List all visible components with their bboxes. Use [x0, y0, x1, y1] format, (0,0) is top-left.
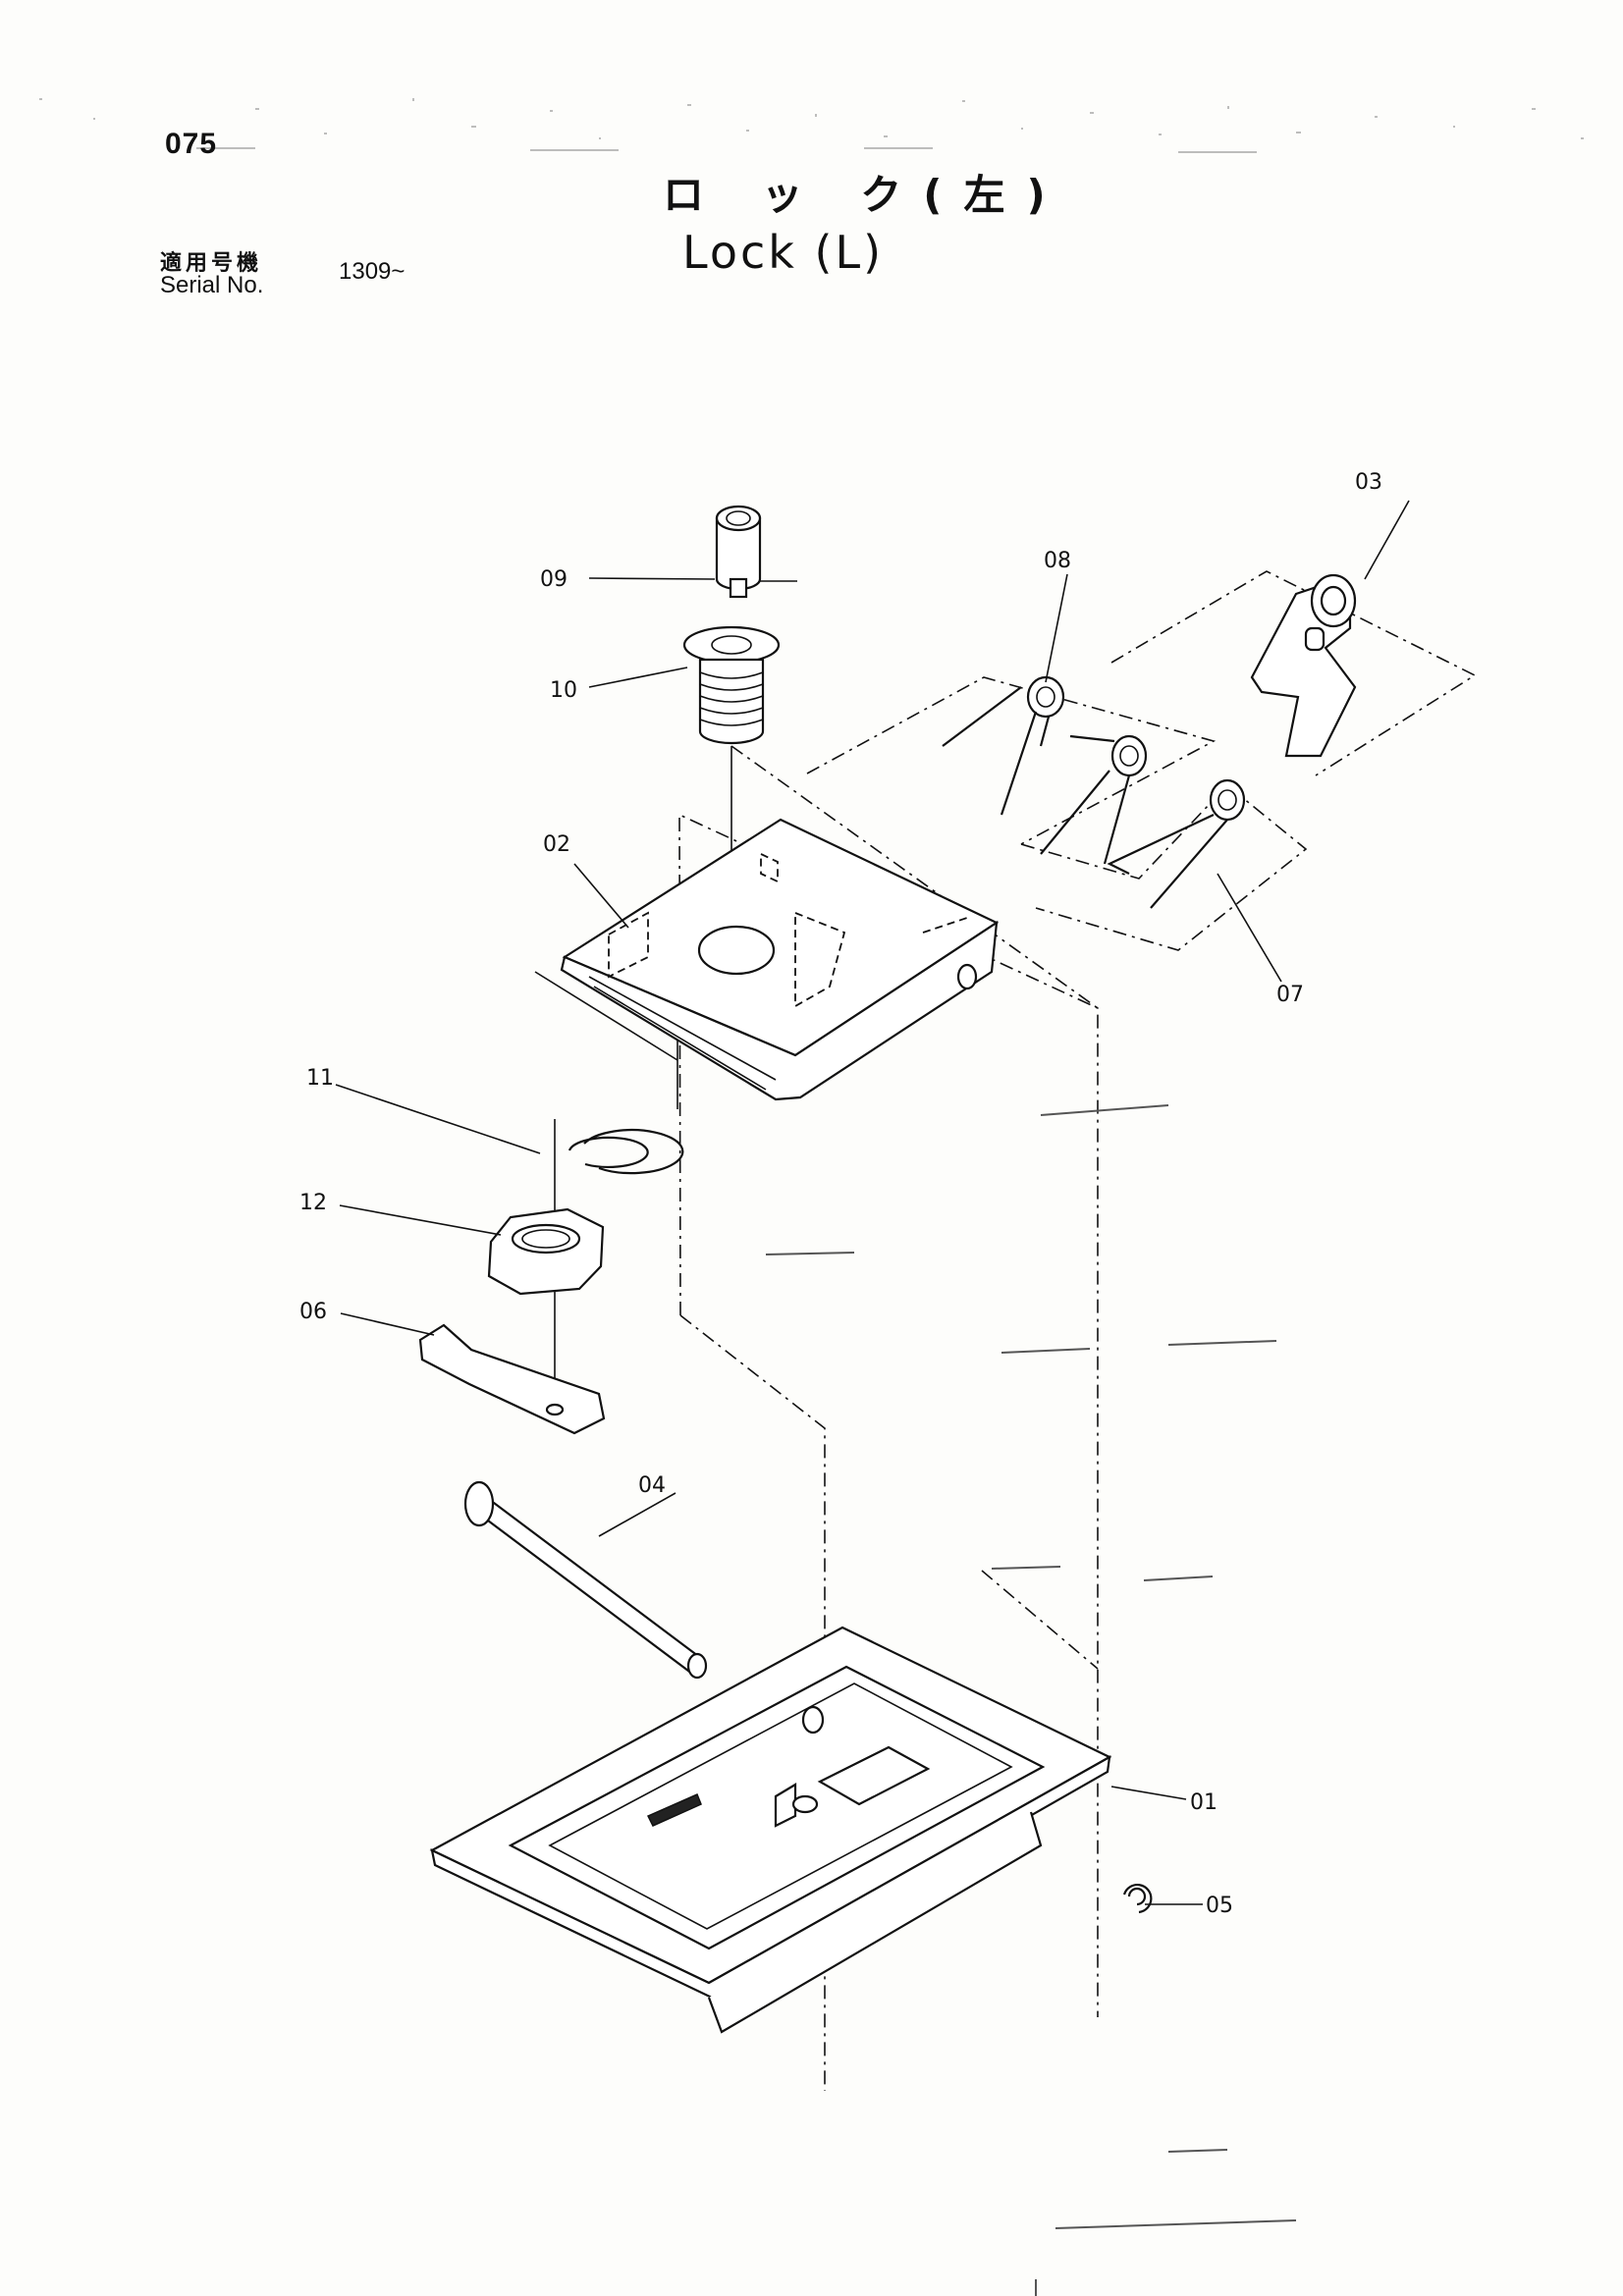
page-number: 075	[165, 128, 218, 160]
spring-mounting-planes	[806, 570, 1477, 951]
page-title-english: Lock (L)	[682, 226, 885, 279]
part-03-catch	[1250, 573, 1357, 758]
part-08-spring-middle	[1040, 734, 1148, 865]
part-04-pin	[463, 1480, 708, 1680]
part-label-07: 07	[1276, 983, 1304, 1007]
serial-value: 1309~	[339, 258, 406, 285]
part-08-spring-upper	[942, 675, 1065, 816]
part-label-02: 02	[543, 832, 570, 857]
serial-label-japanese: 適用号機	[160, 251, 263, 276]
scan-noise-band	[39, 98, 1584, 153]
part-06-bracket	[418, 1323, 606, 1435]
part-label-06: 06	[299, 1300, 327, 1324]
part-label-08: 08	[1044, 549, 1071, 573]
part-10-threaded-bushing	[682, 625, 781, 745]
part-07-spring	[1107, 778, 1246, 909]
part-label-05: 05	[1206, 1894, 1233, 1918]
part-01-base-frame	[429, 1626, 1112, 2034]
part-11-snap-ring	[568, 1129, 684, 1175]
part-label-10: 10	[550, 678, 577, 703]
part-label-04: 04	[638, 1473, 666, 1498]
part-label-01: 01	[1190, 1790, 1217, 1815]
part-02-lock-plate	[560, 818, 1000, 1101]
part-label-09: 09	[540, 567, 568, 592]
part-label-03: 03	[1355, 470, 1382, 495]
part-label-11: 11	[306, 1066, 334, 1091]
part-number-labels: 03 08 09 10 02 07 11 12 06 04 01 05	[299, 470, 1382, 1918]
part-05-clip	[1122, 1883, 1153, 1914]
part-label-12: 12	[299, 1191, 327, 1215]
part-09-lock-cylinder	[715, 505, 797, 599]
leader-lines	[335, 500, 1410, 1905]
scan-artifacts	[765, 1104, 1297, 2296]
serial-label-english: Serial No.	[160, 272, 264, 298]
part-12-hex-nut	[487, 1207, 605, 1296]
page-title-japanese: ロ ッ ク(左)	[663, 171, 1067, 219]
